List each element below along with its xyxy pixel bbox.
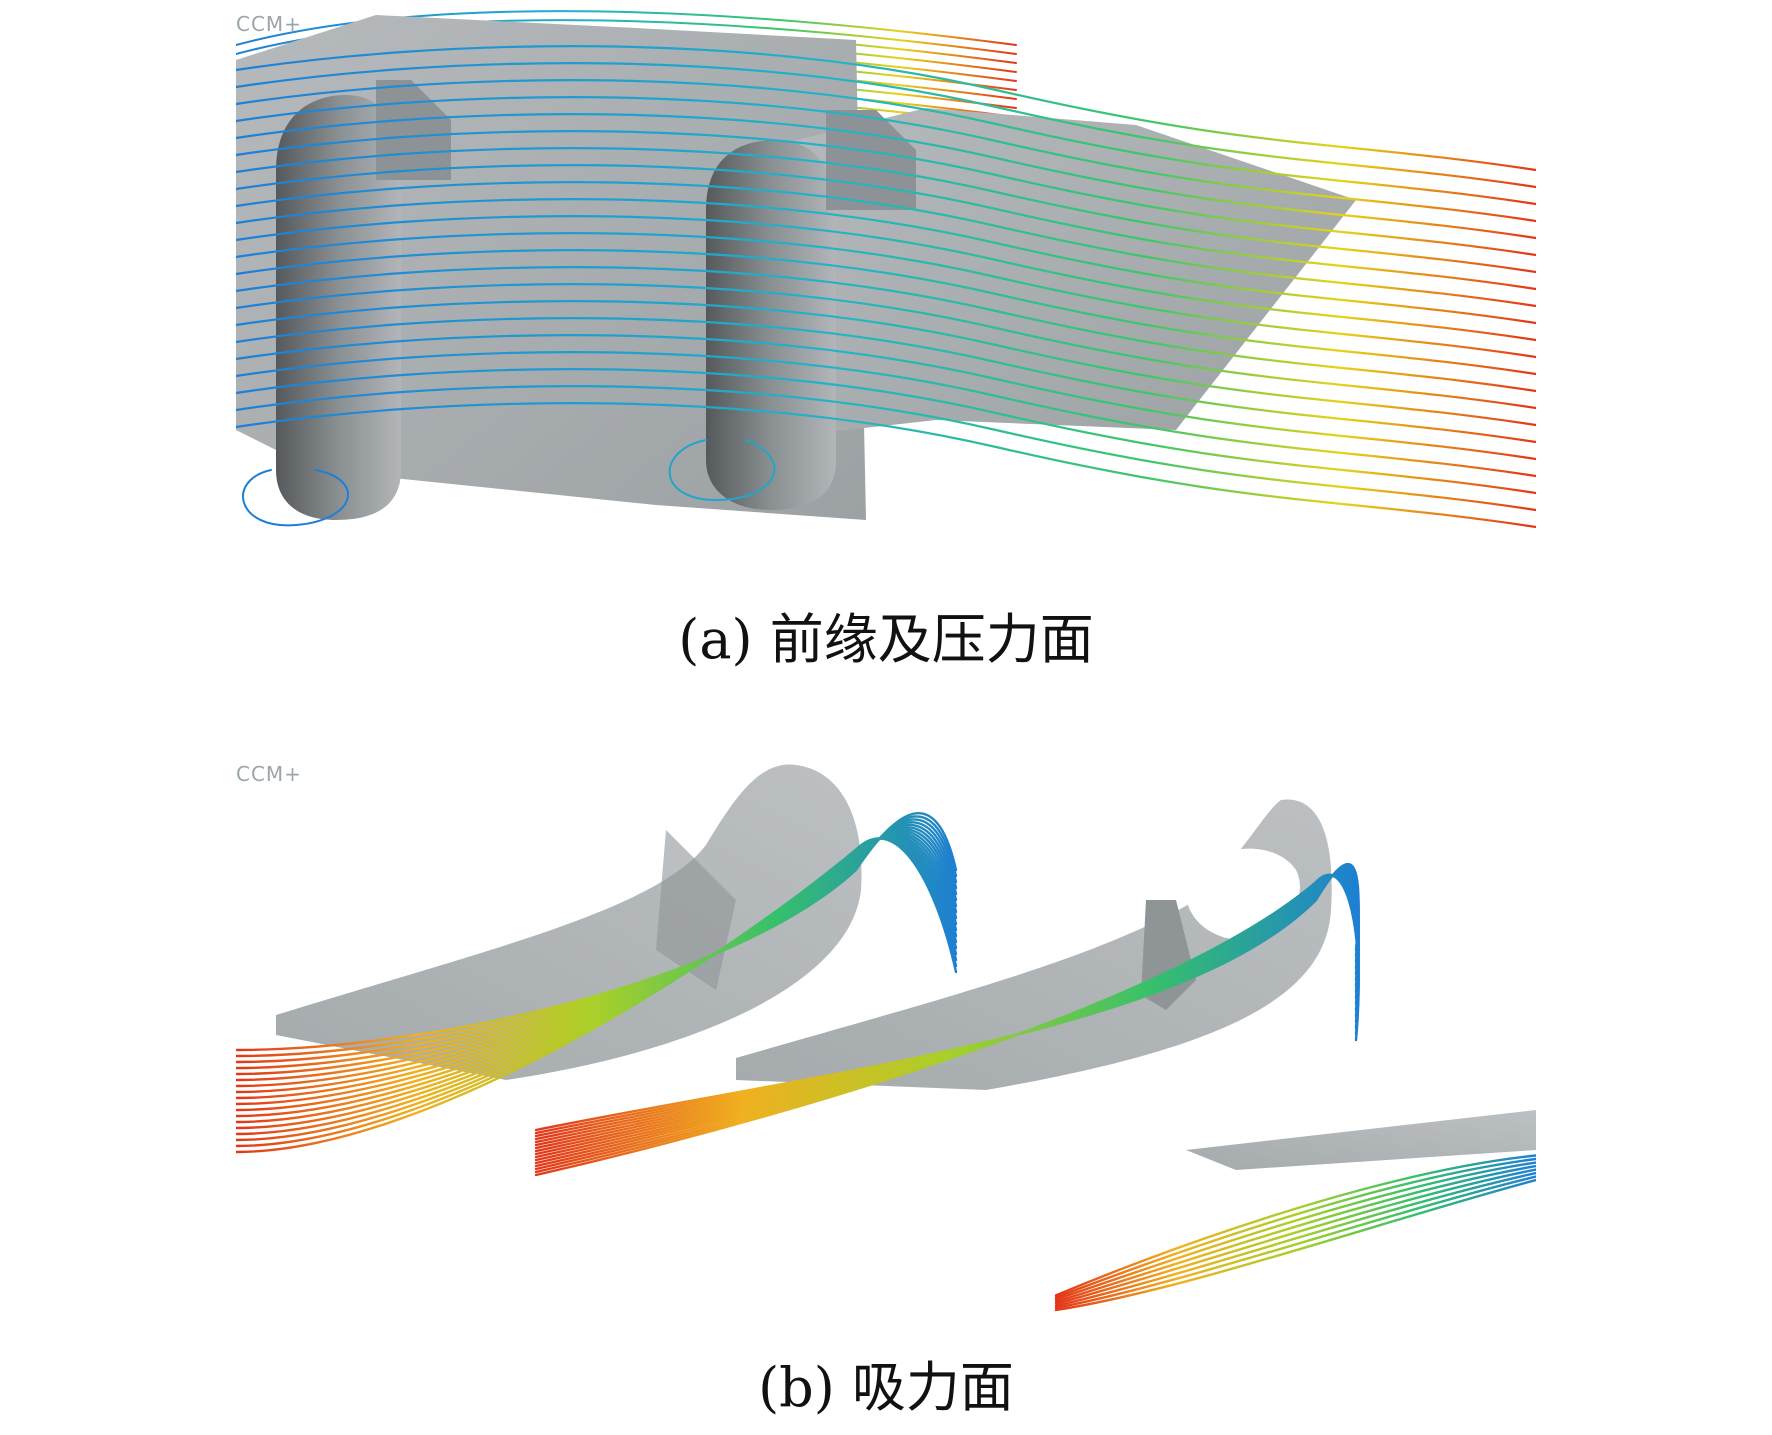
blade-right xyxy=(706,108,1356,510)
streamline xyxy=(236,300,1536,427)
streamline xyxy=(236,164,1536,291)
streamline-render-a xyxy=(236,10,1536,529)
streamline xyxy=(1054,1164,1536,1303)
software-watermark: CCM+ xyxy=(236,12,302,36)
streamline xyxy=(236,45,1536,172)
streamline xyxy=(236,232,1536,359)
streamline xyxy=(534,872,1360,1150)
streamline xyxy=(236,130,1536,257)
caption-b: (b) 吸力面 xyxy=(758,1356,1014,1419)
figure-panel-a: CCM+ xyxy=(236,0,1536,590)
streamline xyxy=(236,283,1536,410)
streamline xyxy=(236,249,1536,376)
streamline xyxy=(236,181,1536,308)
streamline xyxy=(236,368,1536,495)
streamline xyxy=(236,113,1536,240)
streamline xyxy=(236,62,1536,189)
streamline xyxy=(1054,1168,1536,1305)
caption-a: (a) 前缘及压力面 xyxy=(678,608,1094,671)
figure-panel-b: CCM+ xyxy=(236,750,1536,1318)
streamline xyxy=(236,96,1536,223)
streamline xyxy=(236,198,1536,325)
streamline xyxy=(236,351,1536,478)
streamline xyxy=(236,385,1536,512)
streamline xyxy=(534,873,1360,1177)
streamline xyxy=(236,79,1536,206)
streamline xyxy=(242,469,349,527)
streamline xyxy=(534,869,1360,1144)
streamlines-suction xyxy=(236,812,1536,1312)
software-watermark: CCM+ xyxy=(236,762,302,786)
streamline xyxy=(236,334,1536,461)
streamline xyxy=(236,215,1536,342)
streamline xyxy=(236,10,1017,46)
blade-third-partial xyxy=(1186,1110,1536,1170)
streamline xyxy=(1054,1178,1536,1312)
streamline xyxy=(236,147,1536,274)
blade-left-suction xyxy=(276,764,862,1080)
streamlines-blade xyxy=(236,45,1536,529)
streamline-render-b xyxy=(236,764,1536,1312)
streamline xyxy=(1054,1175,1536,1310)
streamline xyxy=(668,439,776,502)
streamline xyxy=(236,266,1536,393)
streamline xyxy=(534,868,1360,1141)
streamline xyxy=(1054,1154,1536,1297)
streamline xyxy=(534,871,1360,1147)
streamline xyxy=(1054,1157,1536,1299)
streamline xyxy=(1054,1161,1536,1301)
streamline xyxy=(236,317,1536,444)
streamline xyxy=(236,837,958,1154)
streamline xyxy=(1054,1171,1536,1307)
streamline xyxy=(236,402,1536,529)
